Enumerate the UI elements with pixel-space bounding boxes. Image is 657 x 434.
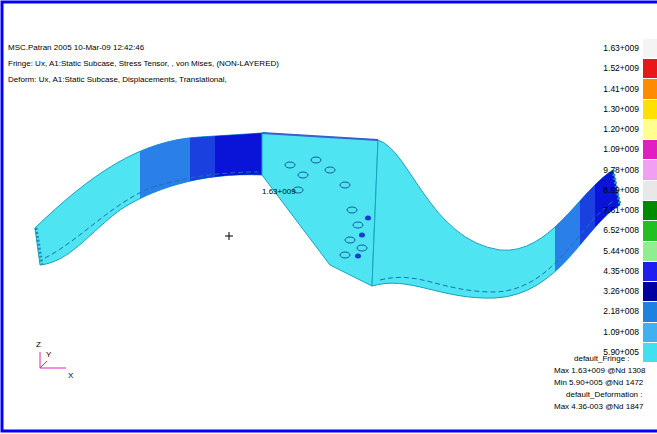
fringe-value: 1.20+009	[603, 124, 639, 134]
axis-label: Y	[46, 350, 51, 360]
fringe-swatch	[643, 343, 657, 362]
fringe-value: 2.18+008	[603, 306, 639, 316]
fringe-value: 5.90+005	[603, 347, 639, 357]
fringe-value: 3.26+008	[603, 286, 639, 296]
header-line: Fringe: Ux, A1:Static Subcase, Stress Te…	[8, 59, 279, 69]
fringe-value: 6.52+008	[603, 225, 639, 235]
fringe-value: 7.61+008	[603, 205, 639, 215]
fringe-swatch	[643, 262, 657, 281]
fringe-swatch	[643, 120, 657, 139]
fringe-value: 1.63+009	[603, 43, 639, 53]
fringe-swatch	[643, 282, 657, 301]
value-tag: 1.63+009	[262, 187, 296, 197]
fringe-value: 1.09+008	[603, 327, 639, 337]
fringe-value: 5.44+008	[603, 246, 639, 256]
fringe-swatch	[643, 201, 657, 220]
fringe-swatch	[643, 221, 657, 240]
fringe-value: 8.69+008	[603, 185, 639, 195]
fringe-swatch	[643, 323, 657, 342]
fringe-value: 9.78+008	[603, 165, 639, 175]
axis-label: Z	[36, 340, 41, 350]
result-summary: default_Deformation :	[566, 390, 643, 400]
fringe-value: 1.41+009	[603, 84, 639, 94]
fringe-swatch	[643, 140, 657, 159]
fringe-value: 1.52+009	[603, 63, 639, 73]
header-line: Deform: Ux, A1:Static Subcase, Displacem…	[8, 75, 227, 85]
result-summary: Max 4.36-003 @Nd 1847	[554, 402, 644, 412]
fringe-swatch	[643, 59, 657, 78]
result-summary: Max 1.63+009 @Nd 1308	[554, 366, 646, 376]
fringe-swatch	[643, 39, 657, 58]
fringe-swatch	[643, 79, 657, 98]
fringe-swatch	[643, 100, 657, 119]
result-summary: Min 5.90+005 @Nd 1472	[554, 378, 643, 388]
fringe-swatch	[643, 302, 657, 321]
fringe-value: 4.35+008	[603, 266, 639, 276]
fringe-value: 1.30+009	[603, 104, 639, 114]
axis-label: X	[68, 371, 73, 381]
fringe-value: 1.09+009	[603, 144, 639, 154]
header-line: MSC.Patran 2005 10-Mar-09 12:42:46	[8, 43, 144, 53]
fringe-swatch	[643, 242, 657, 261]
fringe-swatch	[643, 160, 657, 179]
fringe-swatch	[643, 181, 657, 200]
